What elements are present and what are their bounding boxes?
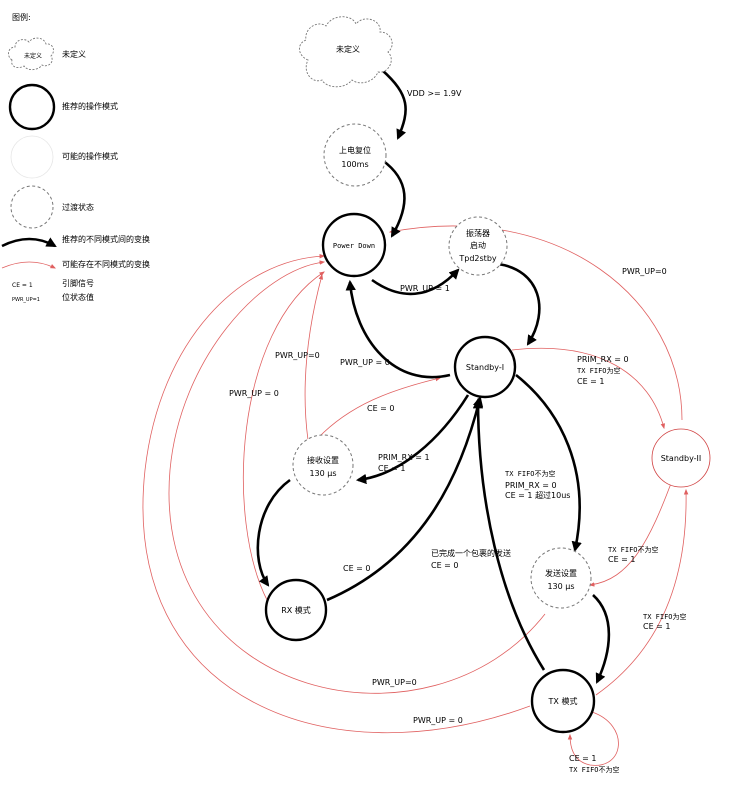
edge-rxs-to-sb1 [317,376,442,439]
edge-sb1-to-rxs [355,394,470,485]
label-sb1-to-sb2-3: CE = 1 [577,377,605,386]
label-tx-to-pd: PWR_UP = 0 [413,716,463,725]
state-rx-setup: 接收设置 130 μs [292,434,354,496]
label-tx-to-sb2-1: TX FIFO为空 [643,612,687,621]
label-tx-to-sb2-2: CE = 1 [643,622,671,631]
state-power-on-reset: 上电复位 100ms [323,123,387,187]
osc-label-2: 启动 [470,240,486,250]
edge-sb1-to-pd [345,279,451,379]
legend-bit-value: 位状态值 [62,292,94,302]
standby2-label: Standby-II [661,454,702,463]
legend-possible-mode-icon [10,135,54,179]
legend-pin-signal: 引脚信号 [62,278,94,288]
undefined-cloud-icon [299,16,393,88]
label-rx-to-pd: PWR_UP = 0 [229,389,279,398]
legend-thin-arrow-icon [1,261,57,269]
edge-rx-to-pd [243,271,325,603]
recommended-transitions [256,69,611,684]
legend-recommended-mode-icon [8,83,56,131]
label-vdd: VDD >= 1.9V [407,89,462,98]
transition-labels: VDD >= 1.9V PWR_UP = 1 PWR_UP = 0 PWR_UP… [229,89,687,774]
rxs-label: 接收设置 [307,455,339,465]
por-time: 100ms [341,160,368,169]
edge-tx-self [567,711,619,766]
edge-por-to-pd [381,158,406,238]
legend-transition-state-icon [10,185,54,229]
edge-tx-to-pd [142,253,531,734]
label-sb2-to-txs-2: CE = 1 [608,555,636,564]
por-label: 上电复位 [339,145,371,155]
edge-rxs-to-rx [256,478,291,587]
legend-possible-mode: 可能的操作模式 [62,151,118,161]
standby1-label: Standby-I [466,363,504,372]
edge-sb1-to-txs [515,373,582,553]
osc-label-1: 振荡器 [466,228,490,238]
label-tx-to-sb1-2: CE = 0 [431,561,459,570]
state-standby2: Standby-II [651,428,711,488]
edge-rxs-to-pd [304,273,324,441]
edge-txs-to-tx [592,594,611,684]
label-sb1-to-rxs-2: CE = 1 [378,464,406,473]
label-sb1-to-pd: PWR_UP = 0 [340,358,390,367]
state-rx-mode: RX 模式 [264,578,328,642]
state-power-down: Power Down [321,212,387,278]
label-sb1-to-txs-1: TX FIFO不为空 [505,469,556,478]
legend-cloud-label: 未定义 [24,52,42,60]
edge-txs-to-pd [168,260,546,694]
label-sb2-to-pd: PWR_UP=0 [622,267,667,276]
label-tx-to-sb1-1: 已完成一个包裹的发送 [431,548,511,558]
txs-label: 发送设置 [545,568,577,578]
label-sb1-to-rxs-1: PRIM_RX = 1 [378,453,430,462]
legend-thick-arrow-icon [1,237,57,248]
rx-label: RX 模式 [281,605,311,615]
legend-title: 图例: [12,12,31,22]
legend-recommended-mode: 推荐的操作模式 [62,101,118,111]
legend: 图例: 未定义 未定义 推荐的操作模式 可能的操作模式 过渡状态 推荐的不同模式… [1,12,150,303]
tx-label: TX 模式 [548,696,578,706]
label-rxs-to-pd: PWR_UP=0 [275,351,320,360]
state-tx-mode: TX 模式 [530,668,596,734]
label-sb1-to-txs-3: CE = 1 超过10us [505,490,570,500]
label-sb1-to-sb2-1: PRIM_RX = 0 [577,355,629,364]
edge-sb2-to-txs [588,477,674,587]
legend-possible-transition: 可能存在不同模式的变换 [62,259,150,269]
legend-bit-sample: PWR_UP=1 [12,297,40,303]
label-tx-self-1: CE = 1 [569,754,597,763]
legend-recommended-transition: 推荐的不同模式间的变换 [62,234,150,244]
legend-cloud-icon [8,37,54,71]
label-rx-to-sb1: CE = 0 [343,564,371,573]
edge-pd-to-osc [371,268,460,296]
label-sb1-to-sb2-2: TX FIFO为空 [577,366,621,375]
txs-time: 130 μs [547,582,574,591]
edge-tx-to-sb2 [595,488,689,696]
state-tx-setup: 发送设置 130 μs [530,547,592,609]
label-tx-self-2: TX FIFO不为空 [569,765,620,774]
edge-rx-to-sb1 [326,395,484,602]
edge-osc-to-sb1 [497,262,541,346]
edge-sb2-to-pd [388,225,683,421]
label-txs-to-pd: PWR_UP=0 [372,678,417,687]
osc-label-3: Tpd2stby [458,254,497,263]
rxs-time: 130 μs [309,469,336,478]
legend-transition-state: 过渡状态 [62,202,94,212]
edge-sb1-to-sb2 [511,347,666,430]
edge-undef-to-por [381,69,407,140]
state-oscillator: 振荡器 启动 Tpd2stby [448,216,508,276]
legend-pin-sample: CE = 1 [12,282,33,289]
legend-undefined: 未定义 [62,49,86,59]
state-undefined: 未定义 [299,16,393,88]
power-down-label: Power Down [333,242,375,250]
label-sb2-to-txs-1: TX FIFO不为空 [608,545,659,554]
undefined-label: 未定义 [336,44,360,54]
edge-tx-to-sb1 [472,397,546,671]
label-rxs-to-sb1: CE = 0 [367,404,395,413]
label-pd-to-osc: PWR_UP = 1 [400,284,450,293]
state-standby1: Standby-I [453,335,517,399]
label-sb1-to-txs-2: PRIM_RX = 0 [505,481,557,490]
